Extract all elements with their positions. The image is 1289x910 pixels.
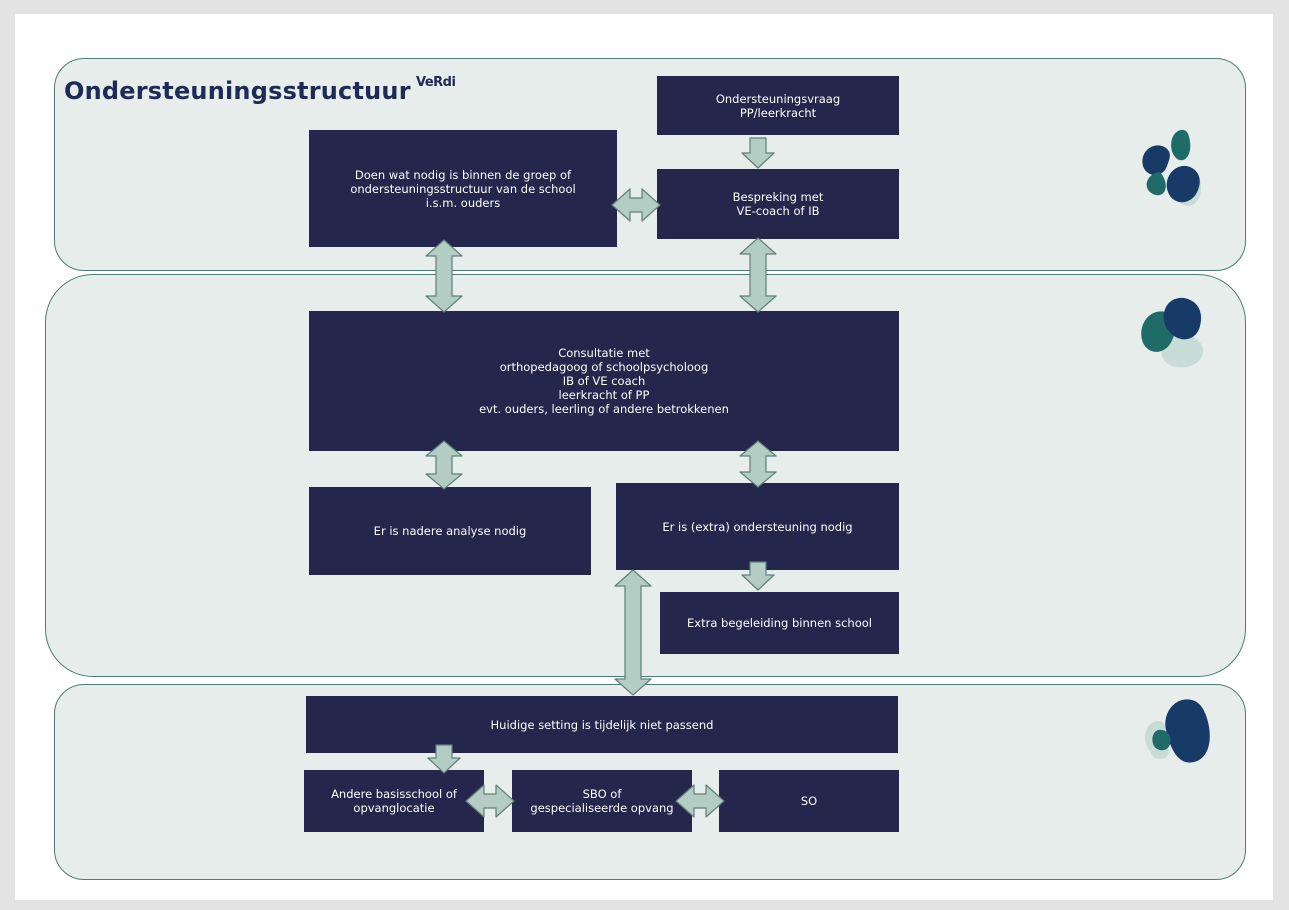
arrow-double-consultatie-ondersteuning bbox=[739, 440, 777, 488]
box-sbo: SBO of gespecialiseerde opvang bbox=[512, 770, 692, 832]
box-bespreking: Bespreking met VE-coach of IB bbox=[657, 169, 899, 239]
arrow-double-ondersteuning-huidige-setting bbox=[614, 569, 652, 696]
panel-3-blob-icon bbox=[1144, 699, 1210, 763]
arrow-double-consultatie-analyse bbox=[425, 440, 463, 490]
panel-1-blob-icon bbox=[1142, 129, 1201, 206]
box-extra-begeleiding: Extra begeleiding binnen school bbox=[660, 592, 899, 654]
panel-2-blob-icon bbox=[1141, 297, 1204, 368]
arrow-down-ondersteuning-to-begeleiding bbox=[741, 561, 775, 591]
panel-school-level bbox=[54, 58, 1246, 271]
arrow-double-doen-bespreking bbox=[611, 188, 661, 222]
box-andere-basisschool: Andere basisschool of opvanglocatie bbox=[304, 770, 484, 832]
arrow-double-doen-consultatie bbox=[425, 239, 463, 313]
arrow-double-basisschool-sbo bbox=[465, 784, 515, 818]
verdi-logo: VeRdi bbox=[416, 75, 456, 90]
arrow-double-bespreking-consultatie bbox=[739, 237, 777, 313]
box-huidige-setting: Huidige setting is tijdelijk niet passen… bbox=[306, 696, 898, 753]
arrow-double-sbo-so bbox=[675, 784, 725, 818]
box-consultatie: Consultatie met orthopedagoog of schoolp… bbox=[309, 311, 899, 451]
box-extra-ondersteuning: Er is (extra) ondersteuning nodig bbox=[616, 483, 899, 570]
box-nadere-analyse: Er is nadere analyse nodig bbox=[309, 487, 591, 575]
arrow-down-vraag-to-bespreking bbox=[741, 137, 775, 169]
box-so: SO bbox=[719, 770, 899, 832]
arrow-down-setting-to-basisschool bbox=[427, 744, 461, 774]
box-ondersteuningsvraag: Ondersteuningsvraag PP/leerkracht bbox=[657, 76, 899, 135]
box-doen-wat-nodig: Doen wat nodig is binnen de groep of ond… bbox=[309, 130, 617, 247]
page-title: Ondersteuningsstructuur bbox=[64, 77, 411, 105]
